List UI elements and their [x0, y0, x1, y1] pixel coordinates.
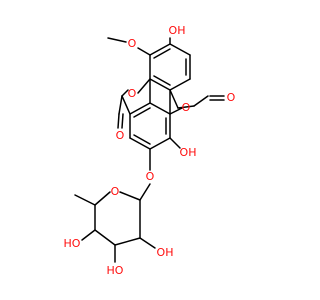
bond [94, 191, 111, 206]
lactone-ring-oxygen-label: O [182, 101, 191, 114]
methoxy-oxygen-label: O [128, 37, 137, 50]
bond [193, 95, 209, 107]
bond [153, 75, 171, 86]
bond-lines [74, 37, 225, 263]
bond [137, 47, 151, 56]
bond [107, 37, 127, 43]
hydroxyl-label: HO [107, 264, 124, 277]
bond [169, 89, 179, 109]
carbonyl-oxygen-label: O [116, 129, 125, 142]
bond [169, 107, 183, 115]
bond [149, 102, 171, 115]
bond [121, 95, 131, 115]
bond [133, 107, 151, 118]
bond [121, 113, 124, 129]
lactone-ring-oxygen-label: O [128, 87, 137, 100]
bond [74, 194, 96, 206]
bond [169, 43, 191, 56]
atom-labels: O O O O O O O OH OH OH HO HO [64, 24, 236, 277]
bond [139, 237, 156, 249]
carbonyl-oxygen-label: O [227, 91, 236, 104]
bond [153, 48, 171, 59]
pyranose-ring-oxygen-label: O [111, 185, 120, 198]
hydroxyl-label: OH [157, 246, 174, 259]
bond [114, 237, 141, 246]
bond [94, 229, 116, 246]
bond [118, 95, 123, 115]
bond [137, 78, 151, 94]
bond [133, 134, 151, 145]
chemical-structure-diagram: O O O O O O O OH OH OH HO HO [63, 24, 236, 277]
bond [119, 191, 141, 201]
bond [129, 102, 151, 115]
bond [121, 89, 129, 97]
bond [139, 183, 151, 201]
bond [81, 229, 96, 241]
bond [177, 105, 195, 109]
hydroxyl-label: OH [169, 24, 186, 37]
bond [129, 137, 151, 150]
bond [149, 43, 171, 56]
bond [149, 137, 171, 150]
hydroxyl-label: HO [64, 237, 81, 250]
bond [149, 78, 171, 91]
bond [169, 137, 181, 149]
bond [169, 78, 191, 91]
glycosidic-oxygen-label: O [146, 170, 155, 183]
bond [117, 113, 120, 129]
hydroxyl-label: OH [180, 146, 197, 159]
